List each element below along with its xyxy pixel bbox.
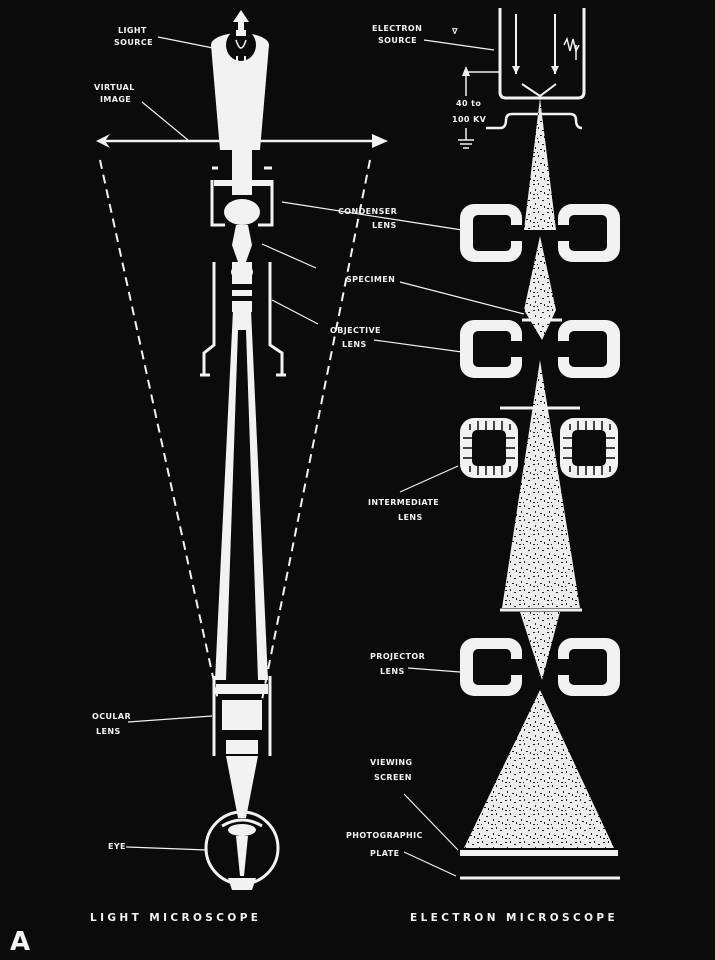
- light-microscope-diagram: [96, 10, 388, 890]
- condenser-lens-light: [210, 150, 274, 227]
- viewing-screen: [460, 850, 618, 856]
- leader-objective-light: [271, 299, 319, 325]
- electron-beam-final: [464, 690, 614, 848]
- light-source-lamp: [211, 10, 269, 150]
- label-electron-source: ELECTRON SOURCE: [372, 24, 425, 45]
- projector-lens-electron: [460, 638, 620, 696]
- label-voltage: 40 to 100 KV: [452, 99, 487, 124]
- objective-lens-electron: [460, 320, 620, 410]
- leader-electron-source: [423, 39, 495, 51]
- label-viewing-screen: VIEWING SCREEN: [370, 758, 416, 782]
- leader-virtual-image: [141, 101, 189, 141]
- electron-source-symbol: ∇: [452, 27, 458, 36]
- virtual-image-ray-left: [99, 159, 219, 701]
- label-ocular-lens: OCULAR LENS: [92, 712, 134, 736]
- leader-objective-electron: [373, 339, 463, 353]
- intermediate-lens-electron: [460, 418, 618, 612]
- label-objective-lens: OBJECTIVE LENS: [330, 326, 384, 349]
- label-light-source: LIGHT SOURCE: [114, 26, 153, 47]
- label-photographic-plate: PHOTOGRAPHIC PLATE: [346, 831, 426, 858]
- electron-source-housing: [498, 8, 586, 100]
- leader-photographic-plate: [403, 851, 457, 877]
- leader-viewing-screen: [403, 793, 459, 851]
- leader-intermediate-lens: [399, 465, 459, 493]
- leader-projector-lens: [407, 667, 461, 673]
- ocular-lens-light: [212, 676, 272, 818]
- label-intermediate-lens: INTERMEDIATE LENS: [368, 498, 442, 522]
- label-specimen: SPECIMEN: [346, 275, 395, 284]
- leader-specimen-light: [261, 243, 317, 269]
- label-condenser-lens: CONDENSER LENS: [338, 207, 400, 230]
- label-projector-lens: PROJECTOR LENS: [370, 652, 428, 676]
- labels: LIGHT SOURCE VIRTUAL IMAGE ELECTRON SOUR…: [10, 24, 618, 957]
- electron-beam-upper: [524, 98, 556, 230]
- electron-beam-condenser-specimen: [524, 236, 556, 310]
- label-virtual-image: VIRTUAL IMAGE: [94, 83, 138, 104]
- panel-letter: A: [10, 927, 30, 957]
- title-electron-microscope: ELECTRON MICROSCOPE: [410, 912, 618, 924]
- leader-specimen-electron: [399, 281, 525, 315]
- objective-lens-light: [200, 262, 286, 377]
- virtual-image-ray-right: [261, 159, 371, 701]
- electron-beam-intermediate: [502, 360, 580, 608]
- title-light-microscope: LIGHT MICROSCOPE: [90, 912, 261, 924]
- leader-eye: [125, 846, 208, 851]
- eye-illustration: [204, 810, 280, 890]
- leader-light-source: [157, 36, 214, 49]
- electron-microscope-diagram: [261, 8, 620, 880]
- leader-ocular-lens: [127, 715, 213, 723]
- label-eye: EYE: [108, 842, 126, 851]
- leader-condenser-lens: [281, 201, 463, 231]
- condenser-lens-electron: [460, 204, 620, 262]
- high-voltage-supply: [458, 66, 583, 149]
